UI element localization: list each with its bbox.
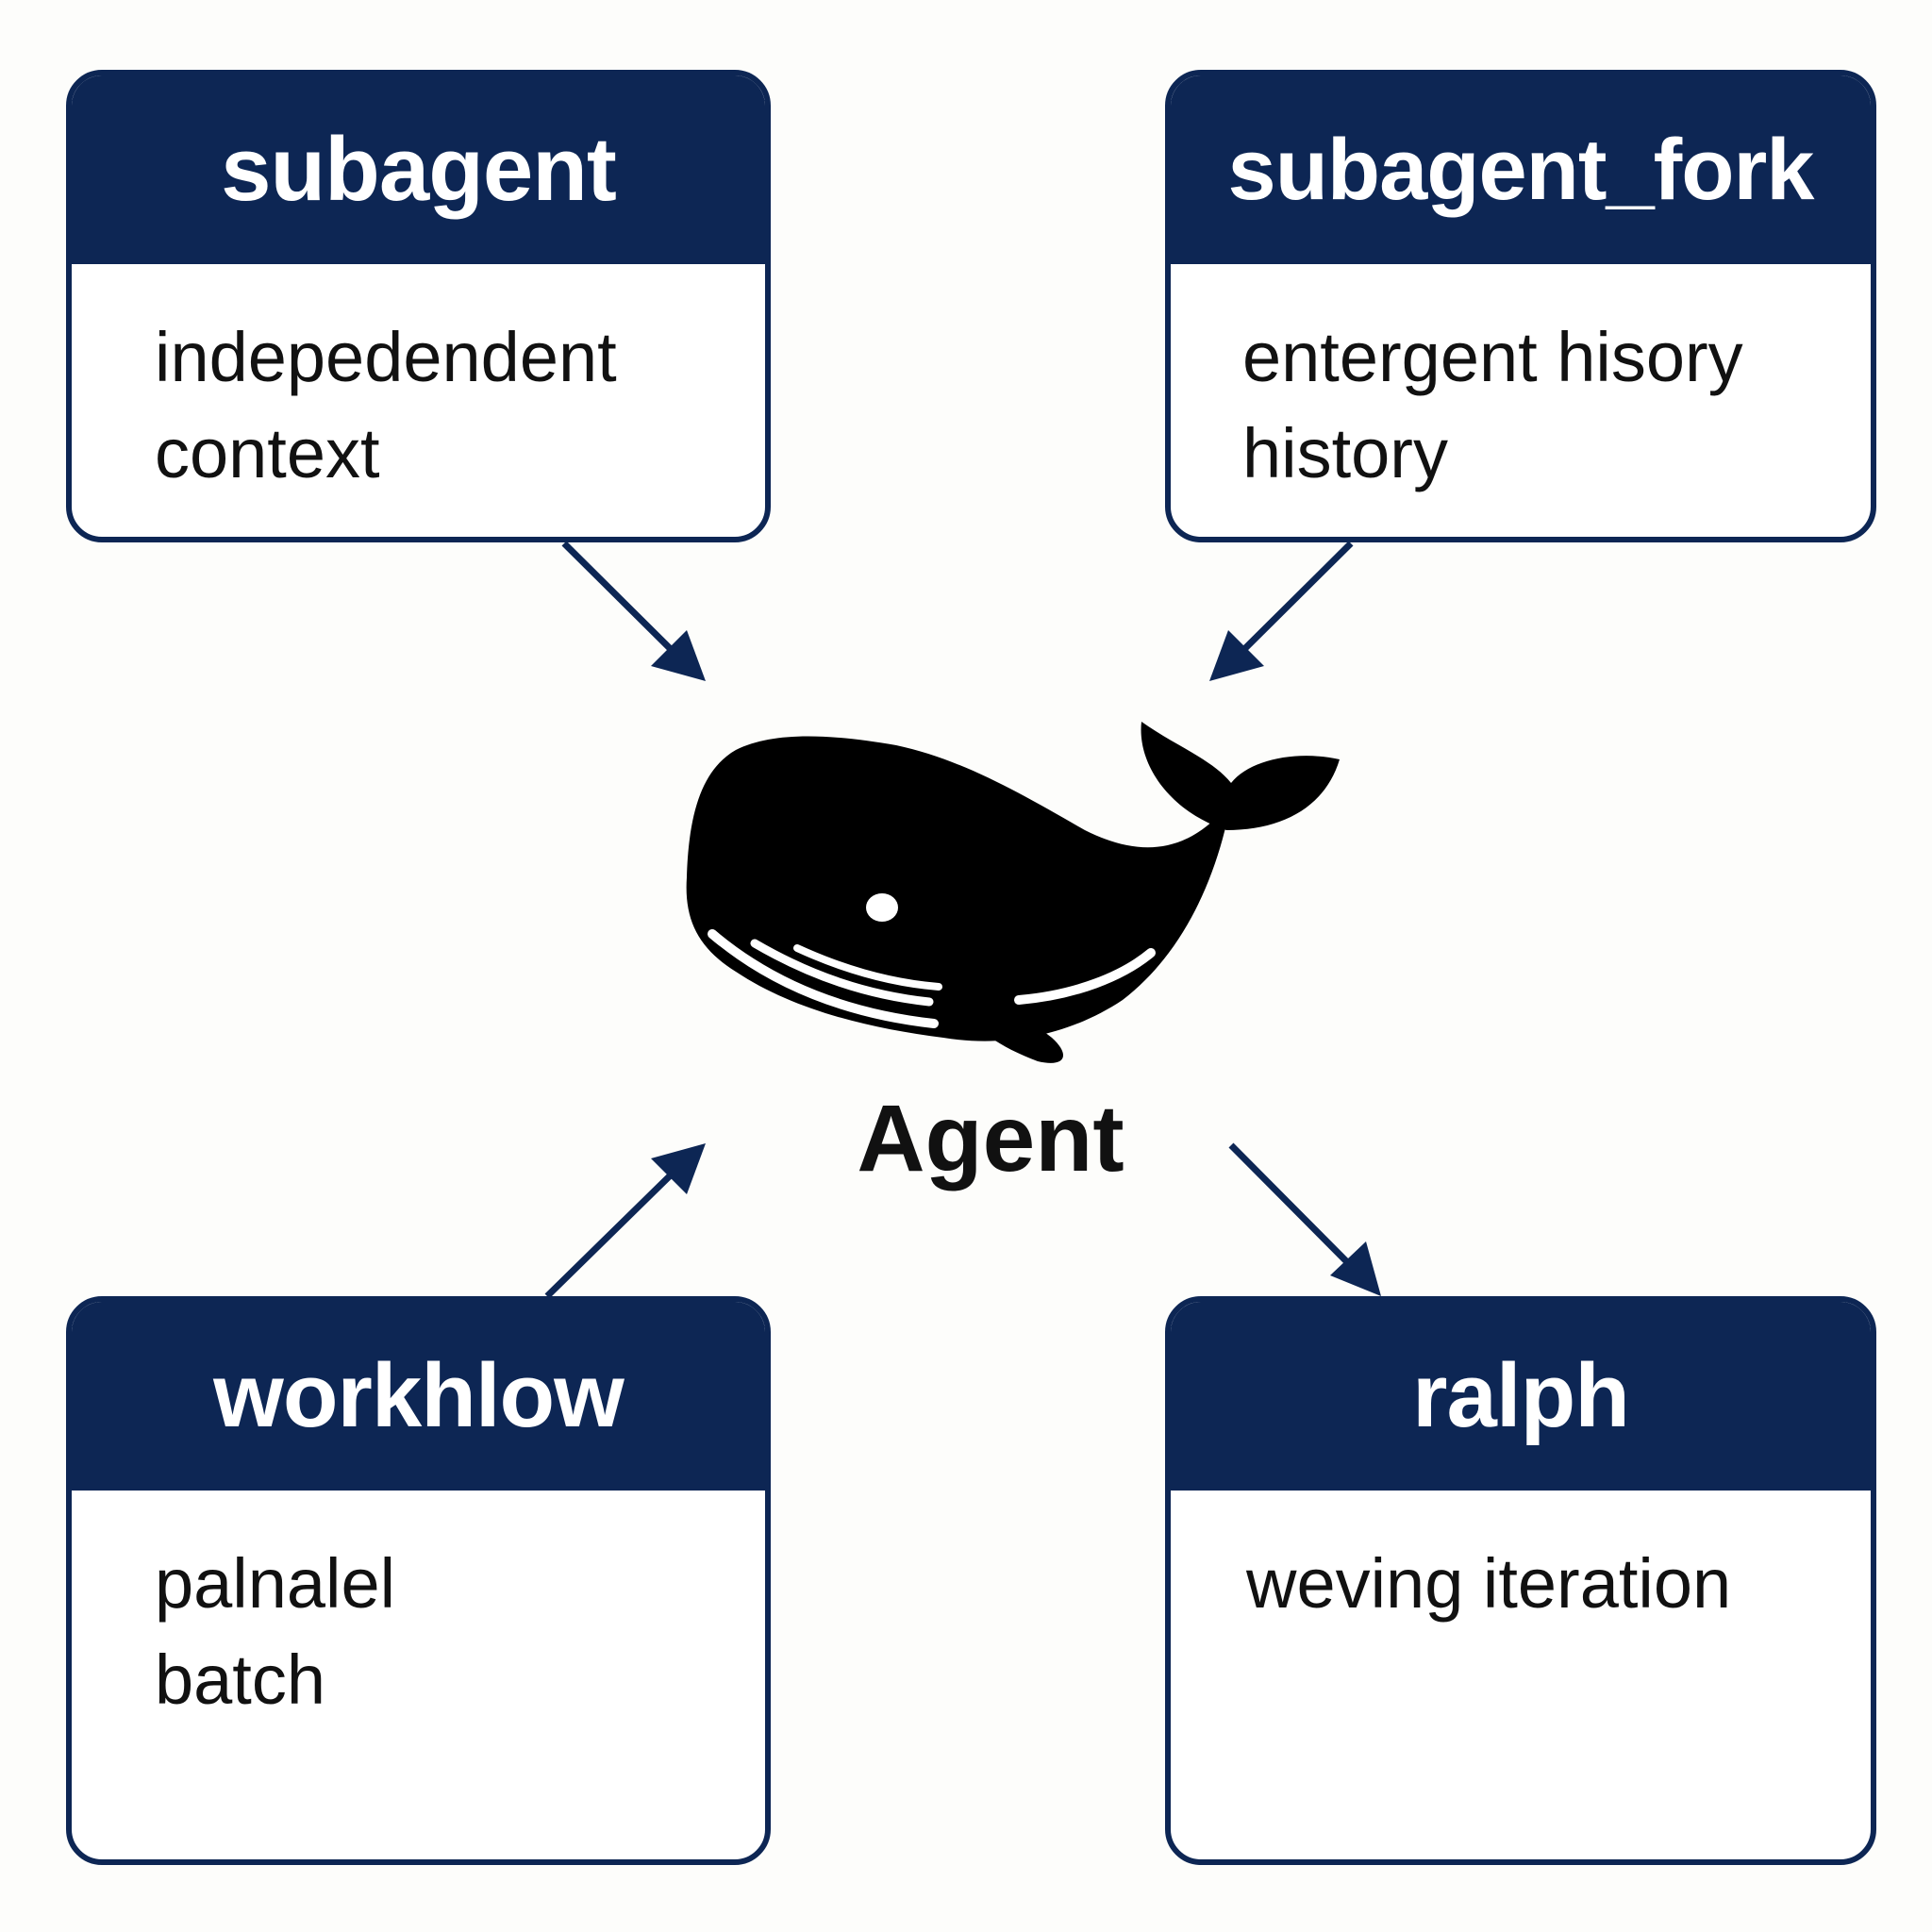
- card-body: palnalel batch: [72, 1491, 765, 1728]
- card-title: subagent: [72, 75, 765, 264]
- card-body: entergent hisory history: [1171, 264, 1871, 502]
- arrow-agent-to-ralph: [1228, 1142, 1381, 1296]
- card-subagent-fork: subagent_fork entergent hisory history: [1165, 70, 1876, 542]
- card-line: weving iteration: [1246, 1544, 1732, 1623]
- agent-label: Agent: [857, 1086, 1124, 1191]
- arrow-workflow-to-agent: [544, 1143, 706, 1299]
- card-line: batch: [155, 1641, 326, 1719]
- arrow-subagent-to-agent: [561, 541, 706, 681]
- card-body: weving iteration: [1171, 1491, 1871, 1632]
- card-title: ralph: [1171, 1302, 1871, 1491]
- card-line: palnalel: [155, 1544, 396, 1623]
- card-subagent: subagent indepedendent context: [66, 70, 771, 542]
- card-line: history: [1242, 414, 1448, 492]
- card-title: workhlow: [72, 1302, 765, 1491]
- card-line: entergent hisory: [1242, 318, 1743, 396]
- card-line: context: [155, 414, 380, 492]
- card-ralph: ralph weving iteration: [1165, 1296, 1876, 1865]
- card-title: subagent_fork: [1171, 75, 1871, 264]
- card-body: indepedendent context: [72, 264, 765, 502]
- card-line: indepedendent: [155, 318, 617, 396]
- arrow-subagent-fork-to-agent: [1209, 541, 1354, 681]
- card-workflow: workhlow palnalel batch: [66, 1296, 771, 1865]
